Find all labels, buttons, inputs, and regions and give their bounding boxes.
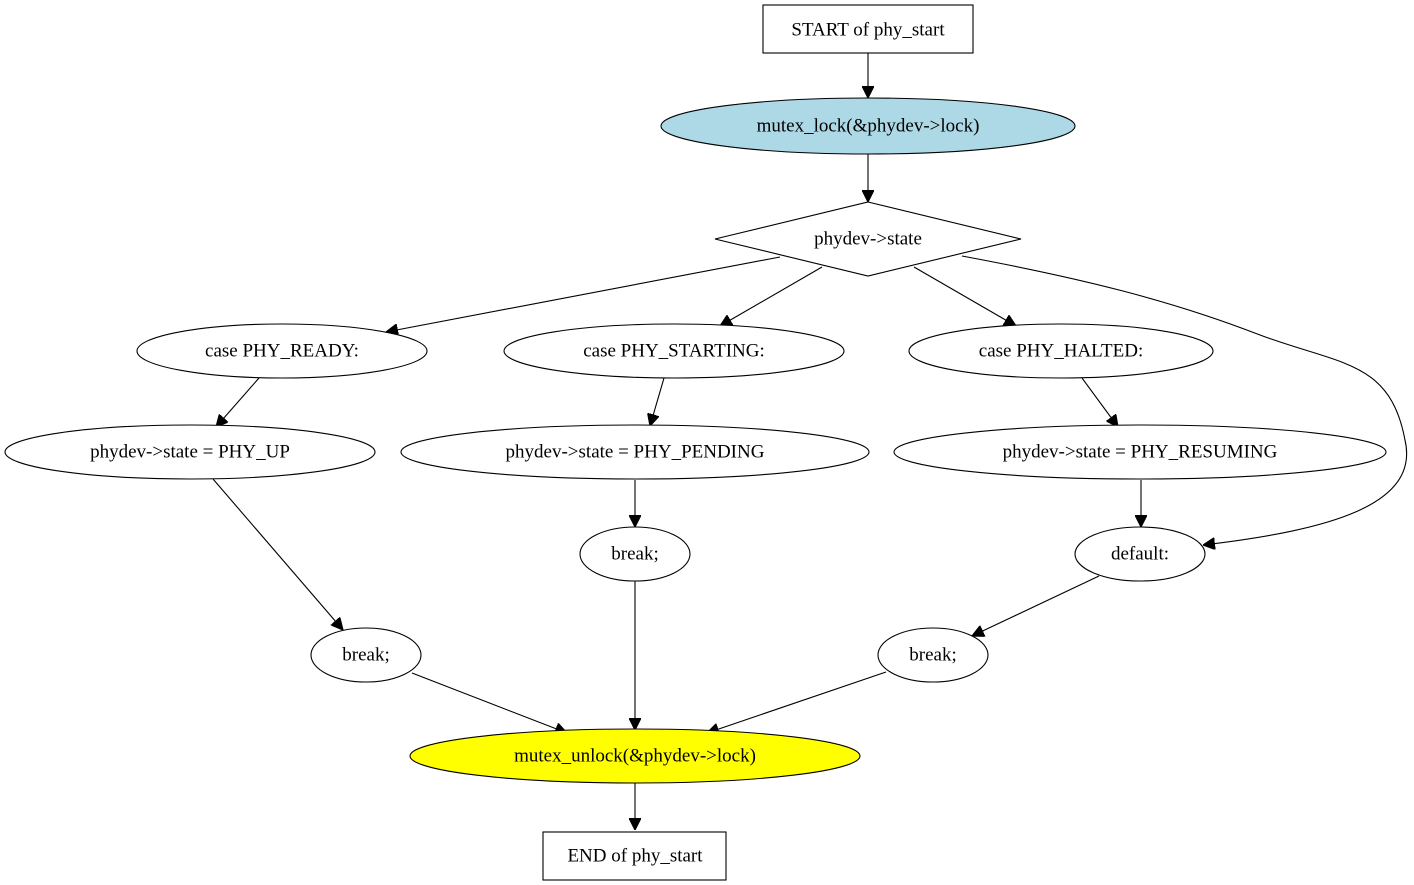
edge-switch-to-case-ready: [386, 256, 781, 332]
node-case-halted: case PHY_HALTED:: [908, 323, 1214, 379]
node-end-label: END of phy_start: [567, 846, 703, 867]
node-unlock: mutex_unlock(&phydev->lock): [409, 728, 861, 784]
node-unlock-label: mutex_unlock(&phydev->lock): [514, 746, 756, 767]
node-default-label: default:: [1111, 544, 1169, 565]
node-assign-pending-label: phydev->state = PHY_PENDING: [506, 442, 765, 463]
node-break-pending: break;: [579, 526, 691, 582]
node-case-ready-label: case PHY_READY:: [205, 341, 359, 362]
node-end: END of phy_start: [542, 831, 727, 881]
node-break-default-label: break;: [909, 645, 956, 666]
node-case-starting-label: case PHY_STARTING:: [583, 341, 765, 362]
node-start: START of phy_start: [762, 4, 974, 54]
edge-switch-to-default: [961, 255, 1408, 545]
node-assign-up: phydev->state = PHY_UP: [4, 424, 376, 480]
node-break-default: break;: [877, 627, 989, 683]
node-switch: phydev->state: [714, 201, 1022, 277]
node-break-up-label: break;: [342, 645, 389, 666]
edge-switch-to-case-starting: [720, 266, 823, 326]
edge-switch-to-case-halted: [913, 266, 1016, 326]
node-case-ready: case PHY_READY:: [136, 323, 428, 379]
node-case-starting: case PHY_STARTING:: [503, 323, 845, 379]
node-switch-label: phydev->state: [814, 229, 922, 250]
edge-assign-up-to-break-up: [212, 478, 343, 630]
edge-case-ready-to-assign-up: [216, 377, 260, 427]
node-lock: mutex_lock(&phydev->lock): [660, 97, 1076, 155]
node-default: default:: [1074, 526, 1206, 582]
node-assign-up-label: phydev->state = PHY_UP: [90, 442, 290, 463]
edge-default-to-break-default: [972, 575, 1100, 636]
node-assign-resuming-label: phydev->state = PHY_RESUMING: [1003, 442, 1278, 463]
edge-break-up-to-unlock: [411, 672, 567, 733]
nodes: START of phy_start mutex_lock(&phydev->l…: [4, 4, 1387, 881]
node-assign-pending: phydev->state = PHY_PENDING: [400, 424, 870, 480]
node-case-halted-label: case PHY_HALTED:: [979, 341, 1143, 362]
node-start-label: START of phy_start: [791, 20, 945, 41]
edge-break-default-to-unlock: [707, 671, 887, 733]
edge-case-halted-to-assign-resuming: [1081, 377, 1118, 427]
node-break-up: break;: [310, 627, 422, 683]
edge-case-starting-to-assign-pending: [650, 377, 665, 426]
node-assign-resuming: phydev->state = PHY_RESUMING: [893, 424, 1387, 480]
node-lock-label: mutex_lock(&phydev->lock): [757, 116, 980, 137]
node-break-pending-label: break;: [611, 544, 658, 565]
edges: [212, 53, 1408, 830]
